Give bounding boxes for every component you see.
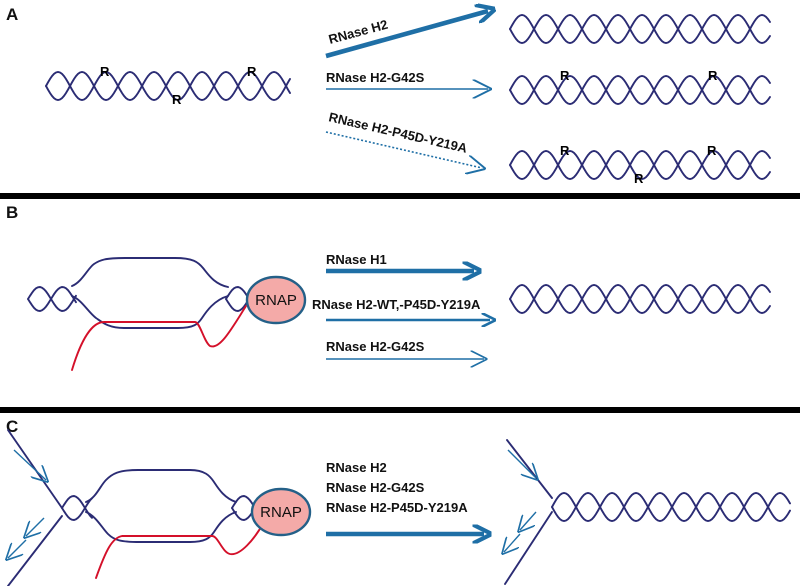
dna-strand [509,14,771,44]
replication-fork-upper-arm [506,439,553,499]
enzyme-label: RNase H2-G42S [326,70,425,85]
ribonucleotide-mark: R [172,92,182,107]
lagging-strand-arrow [26,517,45,536]
rna-polymerase [245,275,307,325]
rna-transcript [71,305,247,371]
ribonucleotide-mark: R [708,68,718,83]
dna-strand [27,286,77,312]
dna-strand [61,497,93,521]
leading-strand-arrow [13,449,46,480]
product-dna-helix [509,14,771,44]
ribonucleotide-mark: R [247,64,257,79]
dna-strand [45,71,291,101]
dna-strand [61,495,93,519]
rnap-label: RNAP [255,292,297,309]
ribonucleotide-mark: R [634,171,644,186]
product-dna-helix [509,284,771,314]
dna-strand [509,150,771,180]
dna-strand [509,75,771,105]
dna-strand [509,284,771,314]
enzyme-label: RNase H2-G42S [326,480,425,495]
dna-strand [551,492,791,522]
dna-strand [509,150,771,180]
replication-fork-lower-arm [7,515,63,586]
transcription-bubble-top-strand [85,469,237,503]
ribonucleotide-mark: R [560,143,570,158]
enzyme-label: RNase H2 [326,460,387,475]
arrow-rnase-h2-p45d-y219a [325,131,482,168]
rna-transcript [95,521,265,579]
panel-a-label: A [6,5,18,24]
dna-helix [551,492,791,522]
rna-polymerase [250,487,312,537]
panel-divider [0,407,800,413]
rnap-label: RNAP [260,504,302,521]
panel-c-label: C [6,417,18,436]
substrate-dna-helix [45,71,291,101]
transcription-bubble-bottom-strand [85,511,237,543]
dna-strand [509,14,771,44]
panel-b: B RNAP RNase H1 RNase H2-WT,-P45D-Y219A … [6,203,771,371]
lagging-strand-arrow [504,533,521,552]
lagging-strand-arrow [520,511,537,530]
lagging-strand-arrow [8,539,27,558]
leading-strand-arrow [507,449,536,478]
dna-helix-upstream [27,286,77,312]
dna-strand [509,284,771,314]
replication-fork-lower-arm [504,511,553,585]
dna-strand [509,75,771,105]
arrow-rnase-h2 [325,11,488,59]
dna-strand [27,286,77,312]
ribonucleotide-mark: R [100,64,110,79]
panel-b-label: B [6,203,18,222]
dna-strand [551,492,791,522]
product-dna-helix [509,150,771,180]
enzyme-label: RNase H2-P45D-Y219A [327,109,469,156]
ribonucleotide-mark: R [707,143,717,158]
dna-strand [45,71,291,101]
panel-divider [0,193,800,199]
panel-c: C RNAP RNase H2 RNase H2-G42S RNase H2-P… [6,417,791,586]
enzyme-label: RNase H2-P45D-Y219A [326,500,468,515]
transcription-bubble-bottom-strand [71,295,229,329]
enzyme-label: RNase H1 [326,252,387,267]
ribonucleotide-mark: R [560,68,570,83]
enzyme-label: RNase H2-WT,-P45D-Y219A [312,297,481,312]
product-dna-helix [509,75,771,105]
dna-helix-upstream [61,495,93,521]
panel-a: A R R R RNase H2 RNase H2-G42S RNase H2-… [6,5,771,186]
enzyme-label: RNase H2-G42S [326,339,425,354]
transcription-bubble-top-strand [71,257,229,288]
